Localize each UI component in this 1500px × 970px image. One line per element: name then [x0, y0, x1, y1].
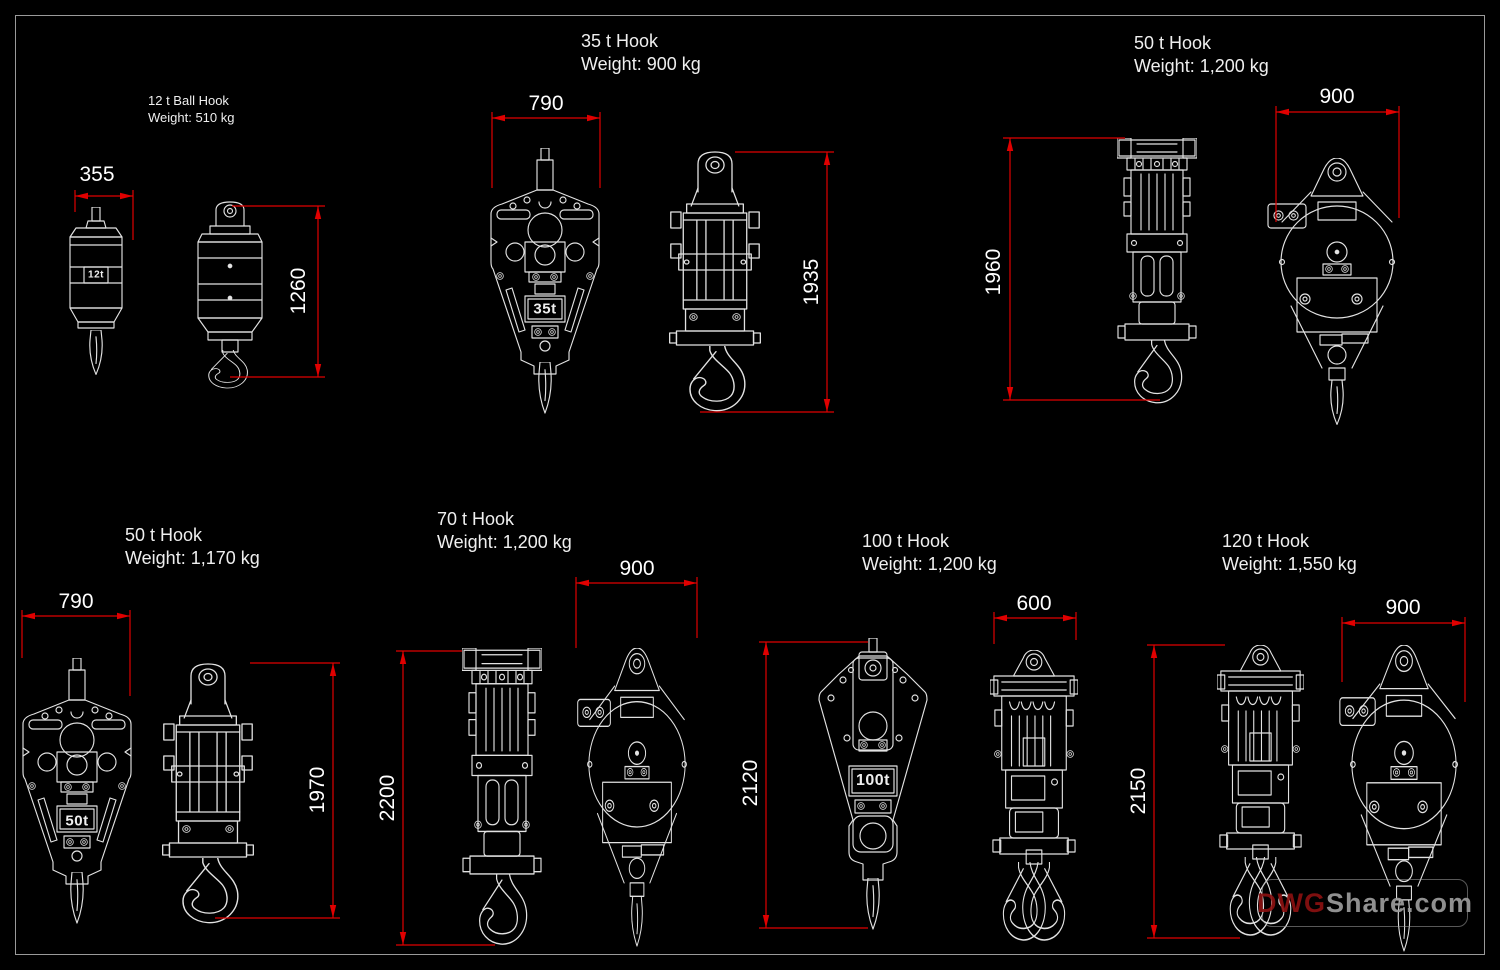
- hook70-front-view: [576, 648, 698, 950]
- hook50b-width-dimension-label: 790: [58, 590, 94, 613]
- hook100-width-dimension-label: 600: [1016, 592, 1052, 615]
- hook120-weight: Weight: 1,550 kg: [1222, 554, 1357, 574]
- hook12-width-dimension: [74, 190, 134, 240]
- hook120-height-dimension: [1147, 644, 1240, 939]
- hook12-name: 12 t Ball Hook: [148, 93, 229, 108]
- hook12-front-view: [69, 207, 123, 376]
- hook70-title-block: 70 t Hook Weight: 1,200 kg: [437, 508, 572, 554]
- hook50a-weight: Weight: 1,200 kg: [1134, 56, 1269, 76]
- hook100-title-block: 100 t Hook Weight: 1,200 kg: [862, 530, 997, 576]
- hook35-name: 35 t Hook: [581, 31, 659, 51]
- hook120-width-dimension: [1341, 617, 1466, 702]
- hook50b-capacity-badge: 50t: [65, 812, 89, 830]
- hook35-height-dimension-label: 1935: [800, 258, 823, 306]
- hook50a-title-block: 50 t Hook Weight: 1,200 kg: [1134, 32, 1269, 78]
- hook50b-weight: Weight: 1,170 kg: [125, 548, 260, 568]
- hook100-name: 100 t Hook: [862, 531, 950, 551]
- drawing-border: [15, 15, 1485, 955]
- hook50b-title-block: 50 t Hook Weight: 1,170 kg: [125, 524, 260, 570]
- hook120-height-dimension-label: 2150: [1127, 767, 1150, 815]
- hook50a-height-dimension-label: 1960: [982, 248, 1005, 296]
- hook50b-height-dimension-label: 1970: [306, 766, 329, 814]
- hook100-width-dimension: [993, 612, 1077, 644]
- hook12-height-dimension-label: 1260: [287, 267, 310, 315]
- hook12-title-block: 12 t Ball Hook Weight: 510 kg: [148, 92, 234, 126]
- hook50a-name: 50 t Hook: [1134, 33, 1212, 53]
- hook12-capacity-badge: 12t: [88, 269, 104, 281]
- hook35-width-dimension-label: 790: [528, 92, 564, 115]
- hook35-height-dimension: [700, 151, 834, 413]
- hook50a-width-dimension-label: 900: [1319, 85, 1355, 108]
- dwgshare-watermark-prefix: DWG: [1256, 887, 1326, 918]
- hook70-height-dimension-label: 2200: [376, 774, 399, 822]
- hook12-width-dimension-label: 355: [79, 163, 115, 186]
- hook12-height-dimension: [230, 205, 325, 378]
- hook70-weight: Weight: 1,200 kg: [437, 532, 572, 552]
- hook50b-name: 50 t Hook: [125, 525, 203, 545]
- hook50b-width-dimension: [21, 610, 131, 696]
- hook50b-height-dimension: [215, 662, 340, 919]
- hook50a-width-dimension: [1275, 106, 1400, 222]
- hook100-capacity-badge: 100t: [855, 772, 891, 789]
- hook70-width-dimension-label: 900: [619, 557, 655, 580]
- hook120-title-block: 120 t Hook Weight: 1,550 kg: [1222, 530, 1357, 576]
- hook120-width-dimension-label: 900: [1385, 596, 1421, 619]
- hook70-name: 70 t Hook: [437, 509, 515, 529]
- hook12-side-view: [197, 201, 263, 389]
- hook70-height-dimension: [396, 650, 495, 946]
- hook35-title-block: 35 t Hook Weight: 900 kg: [581, 30, 701, 76]
- hook100-height-dimension: [759, 641, 868, 929]
- hook100-side-view: [990, 650, 1078, 950]
- hook70-width-dimension: [575, 577, 698, 648]
- hook35-weight: Weight: 900 kg: [581, 54, 701, 74]
- hook35-capacity-badge: 35t: [533, 300, 557, 318]
- dwgshare-watermark-suffix: Share.com: [1325, 887, 1474, 918]
- hook12-weight: Weight: 510 kg: [148, 110, 235, 125]
- hook35-width-dimension: [491, 112, 601, 188]
- hook100-height-dimension-label: 2120: [739, 759, 762, 807]
- hook120-name: 120 t Hook: [1222, 531, 1310, 551]
- hook100-weight: Weight: 1,200 kg: [862, 554, 997, 574]
- hook50a-height-dimension: [1003, 137, 1160, 401]
